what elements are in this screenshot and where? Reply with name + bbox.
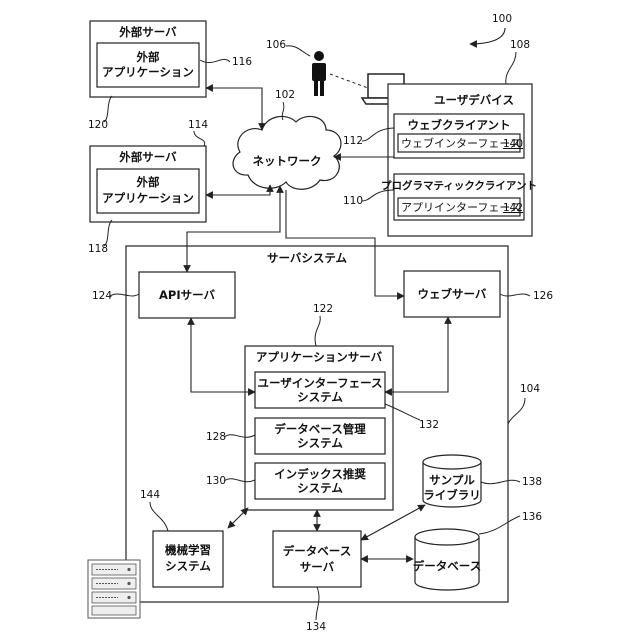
ref-142: 142: [503, 202, 523, 214]
ref-114: 114: [188, 119, 208, 131]
external-server-2-label: 外部サーバ: [118, 150, 177, 164]
app-server-label: アプリケーションサーバ: [256, 350, 383, 364]
external-app-2-line1: 外部: [136, 175, 160, 189]
external-app-2-line2: アプリケーション: [102, 191, 194, 205]
db-mgmt-line2: システム: [297, 436, 343, 450]
user-person-icon: [312, 51, 326, 96]
figure-ref-arrow: [470, 28, 505, 44]
network-cloud: ネットワーク: [233, 116, 341, 189]
ml-system-line1: 機械学習: [165, 543, 211, 557]
db-server-line1: データベース: [283, 544, 351, 558]
user-device: ユーザデバイス ウェブクライアント ウェブインターフェース 140 プログラマテ…: [381, 84, 537, 236]
ref-112: 112: [343, 135, 363, 147]
sample-library-cylinder: サンプル ライブラリ: [423, 455, 481, 507]
external-server-1: 外部サーバ 外部 アプリケーション: [90, 21, 206, 97]
api-server-label: APIサーバ: [159, 288, 215, 302]
figure-ref: 100: [492, 13, 512, 25]
index-rec-line2: システム: [297, 481, 343, 495]
database-server: データベース サーバ: [273, 531, 361, 587]
external-server-2: 外部サーバ 外部 アプリケーション: [90, 146, 206, 222]
programmatic-client-label: プログラマティッククライアント: [381, 179, 537, 192]
ref-116: 116: [232, 56, 252, 68]
ref-102: 102: [275, 89, 295, 101]
ref-110: 110: [343, 195, 363, 207]
ref-134: 134: [306, 621, 326, 633]
external-app-1-line2: アプリケーション: [102, 65, 194, 79]
connector-ext1-network: [206, 88, 262, 130]
database-label: データベース: [413, 559, 481, 573]
ui-system-line1: ユーザインターフェース: [257, 376, 382, 390]
database-cylinder: データベース: [413, 529, 481, 590]
ui-system-line2: システム: [297, 390, 343, 404]
user-device-label: ユーザデバイス: [434, 93, 514, 107]
network-label: ネットワーク: [253, 154, 322, 168]
application-server: アプリケーションサーバ ユーザインターフェース システム データベース管理 シス…: [245, 346, 393, 510]
ref-130: 130: [206, 475, 226, 487]
user-laptop-link: [330, 74, 368, 88]
ref-138: 138: [522, 476, 542, 488]
sample-library-line1: サンプル: [429, 473, 475, 487]
ref-104: 104: [520, 383, 540, 395]
ref-136: 136: [522, 511, 542, 523]
server-rack-icon: [88, 560, 140, 618]
sample-library-line2: ライブラリ: [423, 488, 481, 502]
lead-106: [286, 46, 310, 56]
ml-system-line2: システム: [165, 559, 211, 573]
external-server-1-label: 外部サーバ: [118, 25, 177, 39]
lead-114: [194, 131, 205, 146]
db-mgmt-line1: データベース管理: [274, 422, 366, 436]
ref-124: 124: [92, 290, 112, 302]
ref-132: 132: [419, 419, 439, 431]
lead-108: [506, 52, 516, 84]
ref-128: 128: [206, 431, 226, 443]
ml-system: 機械学習 システム: [153, 531, 223, 587]
db-server-line2: サーバ: [300, 560, 335, 574]
ref-108: 108: [510, 39, 530, 51]
web-client-label: ウェブクライアント: [407, 118, 510, 132]
external-app-1-line1: 外部: [136, 50, 160, 64]
lead-104: [508, 398, 525, 424]
ref-126: 126: [533, 290, 553, 302]
ref-122: 122: [313, 303, 333, 315]
server-system-label: サーバシステム: [267, 251, 348, 265]
api-server: APIサーバ: [139, 272, 235, 318]
ref-140: 140: [503, 138, 523, 150]
index-rec-line1: インデックス推奨: [274, 467, 366, 481]
ref-144: 144: [140, 489, 160, 501]
web-server-label: ウェブサーバ: [418, 287, 487, 301]
web-server: ウェブサーバ: [404, 271, 500, 317]
ref-106: 106: [266, 39, 286, 51]
